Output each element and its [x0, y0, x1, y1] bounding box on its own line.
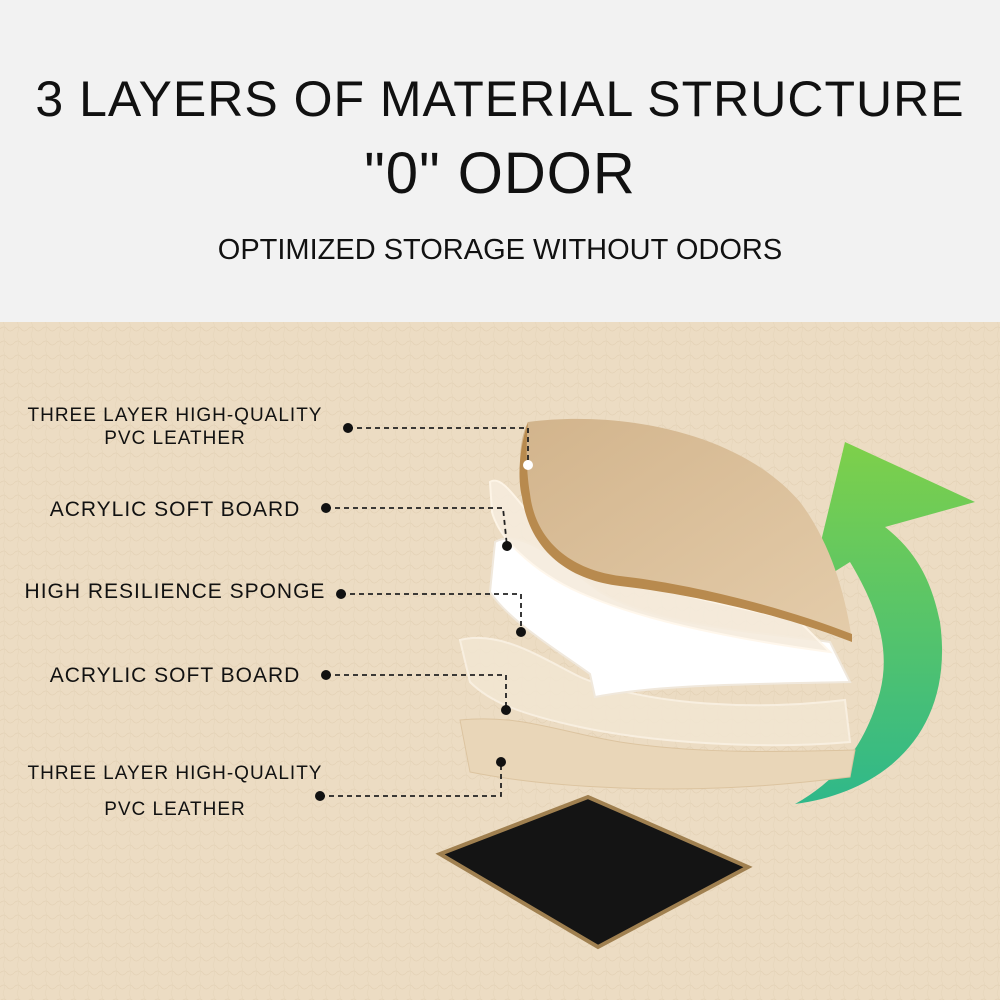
label-top-leather-line1: THREE LAYER HIGH-QUALITY [27, 405, 323, 426]
leader-dots [315, 423, 526, 801]
label-upper-acrylic: ACRYLIC SOFT BOARD [49, 498, 301, 521]
label-lower-acrylic: ACRYLIC SOFT BOARD [49, 664, 301, 687]
title-line-1: 3 LAYERS OF MATERIAL STRUCTURE [35, 71, 965, 127]
title-line-2: "0" ODOR [364, 141, 636, 206]
layer-diagram [315, 418, 975, 950]
header-banner: 3 LAYERS OF MATERIAL STRUCTURE "0" ODOR … [0, 0, 1000, 322]
material-diagram-panel: THREE LAYER HIGH-QUALITY PVC LEATHER ACR… [0, 322, 1000, 1000]
top-leather-layer [520, 418, 852, 640]
bottom-leather-layer [459, 718, 856, 790]
label-top-leather-line2: PVC LEATHER [104, 428, 246, 449]
label-sponge: HIGH RESILIENCE SPONGE [24, 580, 326, 603]
lower-acrylic-board [458, 636, 852, 747]
label-bottom-leather-line1: THREE LAYER HIGH-QUALITY [27, 763, 323, 784]
base-square [435, 794, 753, 950]
top-layer-dot [523, 460, 533, 470]
leader-lines [320, 427, 529, 797]
subtitle: OPTIMIZED STORAGE WITHOUT ODORS [217, 234, 783, 266]
label-bottom-leather-line2: PVC LEATHER [104, 799, 246, 820]
upward-curved-arrow-icon [795, 442, 975, 804]
